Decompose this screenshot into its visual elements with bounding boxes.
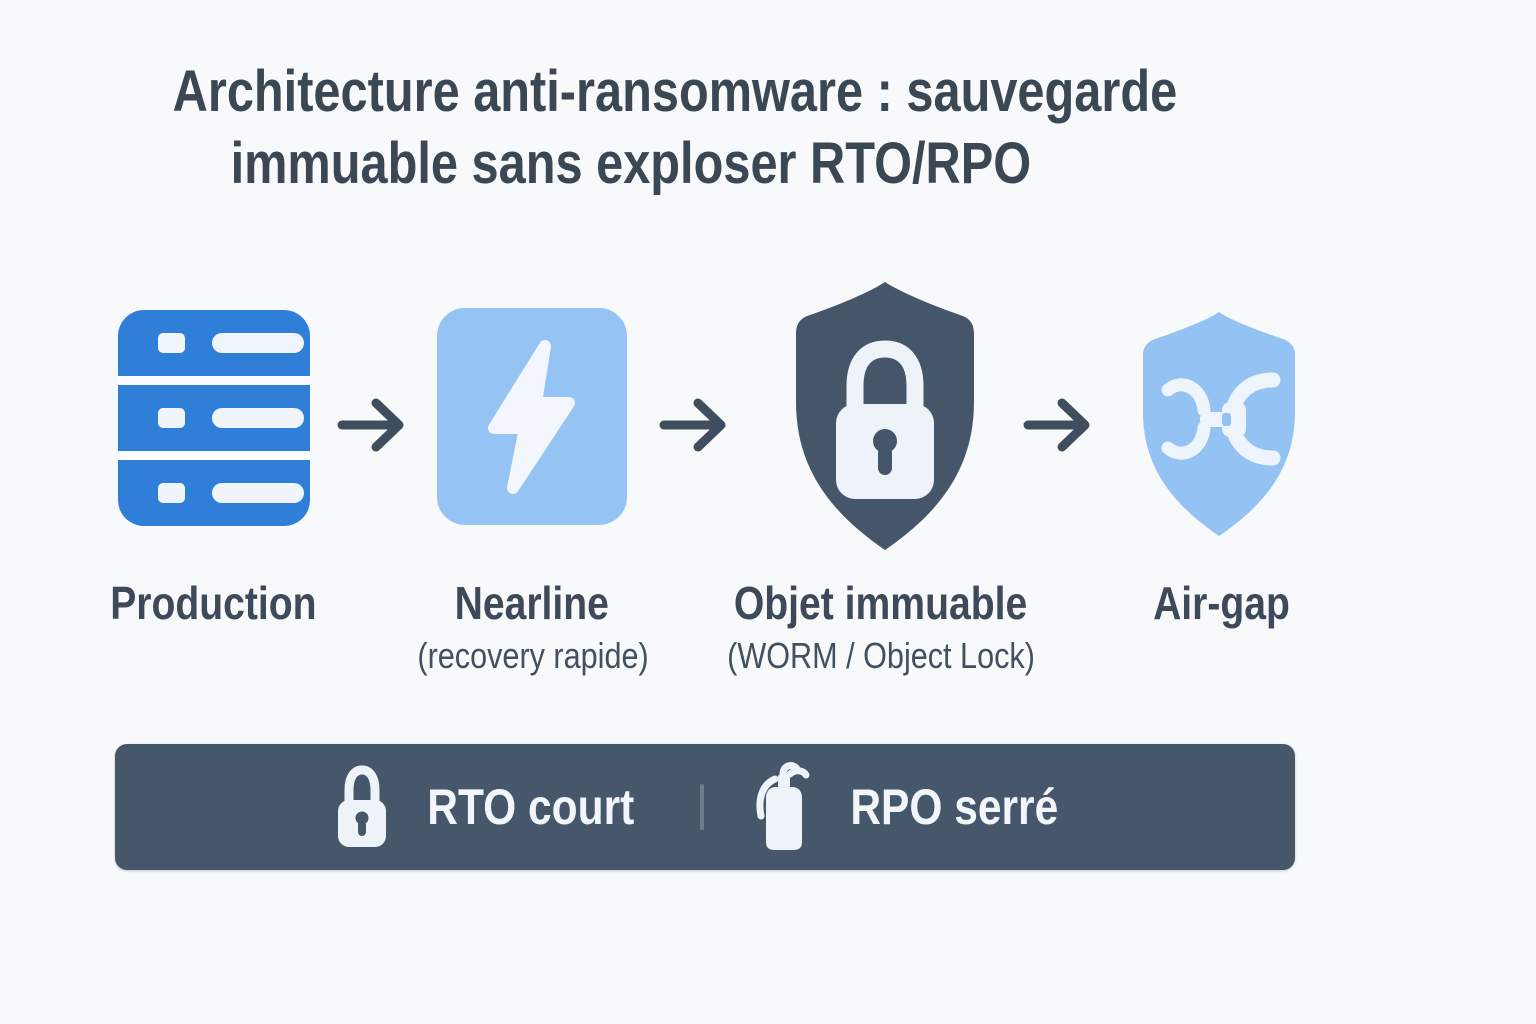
rto-rpo-banner: RTO court RPO serré <box>115 744 1295 870</box>
banner-item-rpo: RPO serré <box>752 761 1077 853</box>
step-label-air-gap: Air-gap <box>1152 577 1290 629</box>
page-title: Architecture anti-ransomware : sauvegard… <box>60 56 1290 200</box>
banner-item-rto: RTO court <box>333 764 653 850</box>
lock-icon <box>337 765 386 847</box>
step-sublabel-objet-immuable: (WORM / Object Lock) <box>727 635 1035 676</box>
server-icon <box>118 310 310 526</box>
arrow-right-icon <box>659 398 726 452</box>
title-line-1: Architecture anti-ransomware : sauvegard… <box>172 59 1178 124</box>
banner-label-rto: RTO court <box>427 779 635 835</box>
step-sublabel-nearline: (recovery rapide) <box>417 635 649 676</box>
arrow-right-icon <box>1023 398 1090 452</box>
step-label-production: Production <box>109 577 317 629</box>
arrow-right-icon <box>337 398 404 452</box>
banner-divider <box>700 784 705 830</box>
banner-label-rpo: RPO serré <box>850 779 1059 835</box>
step-label-objet-immuable: Objet immuable <box>734 577 1028 629</box>
title-line-2: immuable sans exploser RTO/RPO <box>231 131 1032 196</box>
shield-disconnect-icon <box>1143 312 1295 536</box>
step-label-nearline: Nearline <box>454 577 610 629</box>
shield-lock-icon <box>796 282 974 550</box>
lightning-icon <box>437 308 627 525</box>
fire-extinguisher-icon <box>756 762 810 850</box>
